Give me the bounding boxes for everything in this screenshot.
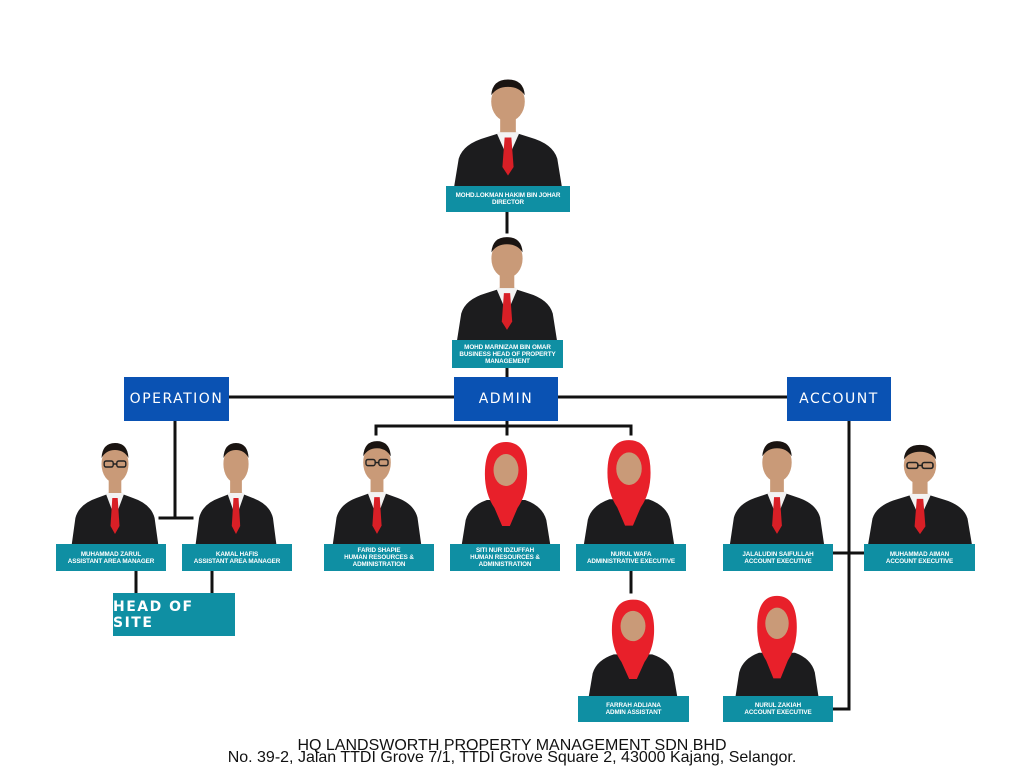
person-photo-icon — [332, 441, 422, 544]
director-photo — [452, 70, 564, 186]
adliana-label: FARRAH ADLIANA ADMIN ASSISTANT — [578, 696, 689, 722]
zarul-photo — [70, 434, 160, 544]
farid-name: FARID SHAPIE — [357, 547, 401, 554]
company-address: No. 39-2, Jalan TTDI Grove 7/1, TTDI Gro… — [227, 749, 797, 766]
business-head-label: MOHD MARNIZAM BIN OMAR BUSINESS HEAD OF … — [452, 340, 563, 368]
head-of-site-box: HEAD OF SITE — [113, 593, 235, 636]
aiman-role: ACCOUNT EXECUTIVE — [885, 557, 954, 565]
izzuffah-name: SITI NUR IDZUFFAH — [475, 547, 535, 554]
izzuffah-role: HUMAN RESOURCES & ADMINISTRATION — [470, 554, 540, 568]
jalaludin-name: JALALUDIN SAIFULLAH — [742, 550, 814, 558]
zarul-name: MUHAMMAD ZARUL — [80, 550, 142, 558]
hafis-label: KAMAL HAFIS ASSISTANT AREA MANAGER — [182, 544, 292, 571]
person-photo-icon — [195, 443, 277, 544]
person-photo-icon — [457, 237, 557, 340]
person-photo-icon — [71, 443, 159, 544]
business-head-name: MOHD MARNIZAM BIN OMAR — [464, 343, 551, 351]
admin-department: ADMIN — [454, 377, 558, 421]
adliana-photo — [585, 592, 681, 696]
zakiah-label: NURUL ZAKIAH ACCOUNT EXECUTIVE — [723, 696, 833, 722]
zakiah-name: NURUL ZAKIAH — [754, 702, 802, 709]
jalaludin-photo — [728, 432, 826, 544]
aiman-name: MUHAMMAD AIMAN — [889, 550, 950, 558]
director-role: DIRECTOR — [492, 199, 524, 206]
hafis-name: KAMAL HAFIS — [215, 550, 259, 558]
wafa-role: ADMINISTRATIVE EXECUTIVE — [586, 557, 676, 565]
farid-label: FARID SHAPIE HUMAN RESOURCES & ADMINISTR… — [324, 544, 434, 571]
zarul-label: MUHAMMAD ZARUL ASSISTANT AREA MANAGER — [56, 544, 166, 571]
operation-department: OPERATION — [124, 377, 229, 421]
zakiah-role: ACCOUNT EXECUTIVE — [744, 709, 812, 716]
company-name: HQ LANDSWORTH PROPERTY MANAGEMENT SDN BH… — [297, 737, 727, 754]
jalaludin-label: JALALUDIN SAIFULLAH ACCOUNT EXECUTIVE — [723, 544, 833, 571]
person-photo-icon — [583, 440, 675, 544]
jalaludin-role: ACCOUNT EXECUTIVE — [744, 557, 812, 565]
adliana-name: FARRAH ADLIANA — [606, 702, 661, 709]
adliana-role: ADMIN ASSISTANT — [605, 709, 662, 716]
person-photo-icon — [868, 444, 972, 544]
aiman-label: MUHAMMAD AIMAN ACCOUNT EXECUTIVE — [864, 544, 975, 571]
business-head-photo — [455, 228, 559, 340]
hafis-photo — [194, 434, 278, 544]
person-photo-icon — [461, 442, 551, 544]
izzuffah-label: SITI NUR IDZUFFAH HUMAN RESOURCES & ADMI… — [450, 544, 560, 571]
wafa-label: NURUL WAFA ADMINISTRATIVE EXECUTIVE — [576, 544, 686, 571]
account-department: ACCOUNT — [787, 377, 891, 421]
wafa-photo — [580, 432, 678, 544]
director-name: MOHD.LOKMAN HAKIM BIN JOHAR — [455, 192, 561, 199]
farid-role: HUMAN RESOURCES & ADMINISTRATION — [344, 554, 414, 568]
person-photo-icon — [454, 79, 562, 186]
zarul-role: ASSISTANT AREA MANAGER — [67, 557, 155, 565]
farid-photo — [331, 432, 423, 544]
director-label: MOHD.LOKMAN HAKIM BIN JOHAR DIRECTOR — [446, 186, 570, 212]
business-head-role: BUSINESS HEAD OF PROPERTY MANAGEMENT — [459, 350, 556, 365]
person-photo-icon — [735, 595, 819, 696]
zakiah-photo — [732, 588, 822, 696]
wafa-name: NURUL WAFA — [610, 550, 652, 558]
hafis-role: ASSISTANT AREA MANAGER — [193, 557, 281, 565]
izzuffah-photo — [458, 434, 554, 544]
person-photo-icon — [729, 441, 825, 544]
aiman-photo — [866, 436, 974, 544]
person-photo-icon — [588, 599, 678, 696]
